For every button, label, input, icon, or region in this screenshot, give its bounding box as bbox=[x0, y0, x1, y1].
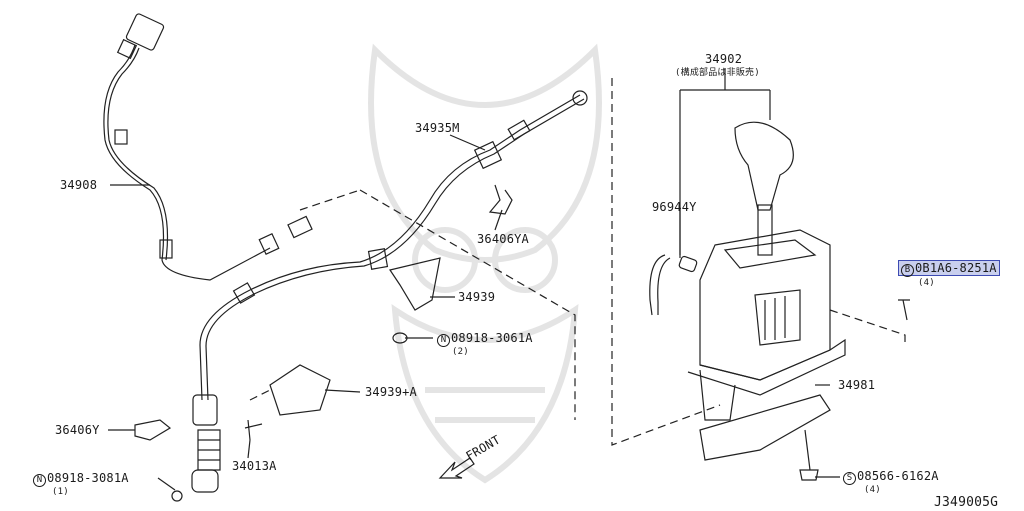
clip-36406ya-shape bbox=[488, 184, 513, 215]
bracket-34939a-shape bbox=[269, 364, 331, 416]
label-34939[interactable]: 34939 bbox=[458, 290, 496, 304]
qty-08918-3061a: (2) bbox=[452, 347, 469, 357]
note-34902: (構成部品は非販売) bbox=[675, 68, 760, 78]
front-arrow bbox=[438, 457, 475, 479]
label-36406ya[interactable]: 36406YA bbox=[477, 232, 529, 246]
nut-symbol-icon: N bbox=[437, 334, 450, 347]
diagram-id: J349005G bbox=[934, 495, 999, 510]
label-34013a[interactable]: 34013A bbox=[232, 459, 277, 473]
watermark-emblem bbox=[368, 43, 602, 484]
nut-symbol-icon: N bbox=[33, 474, 46, 487]
label-34908[interactable]: 34908 bbox=[60, 178, 98, 192]
label-34902[interactable]: 34902 bbox=[705, 52, 743, 66]
bolt-34013a-shape bbox=[244, 419, 263, 441]
connector-96944y bbox=[649, 254, 698, 316]
bolt-symbol-icon: B bbox=[901, 264, 914, 277]
qty-0b1a6-8251a: (4) bbox=[918, 278, 935, 288]
cable-34935m bbox=[191, 90, 588, 493]
label-96944y[interactable]: 96944Y bbox=[652, 200, 697, 214]
label-34981[interactable]: 34981 bbox=[838, 378, 876, 392]
label-34935m[interactable]: 34935M bbox=[415, 121, 460, 135]
label-36406y[interactable]: 36406Y bbox=[55, 423, 100, 437]
clip-36406y-shape bbox=[134, 419, 172, 441]
harness-34908 bbox=[103, 13, 313, 281]
plate-34981-shape bbox=[699, 394, 831, 461]
qty-08918-3081a: (1) bbox=[52, 487, 69, 497]
qty-08566-6162a: (4) bbox=[864, 485, 881, 495]
label-34939a[interactable]: 34939+A bbox=[365, 385, 417, 399]
bracket-34939-shape bbox=[389, 257, 441, 311]
shift-lever-34902 bbox=[687, 121, 846, 421]
reference-lines bbox=[249, 78, 906, 446]
screw-symbol-icon: S bbox=[843, 472, 856, 485]
leader-lines bbox=[108, 68, 840, 491]
